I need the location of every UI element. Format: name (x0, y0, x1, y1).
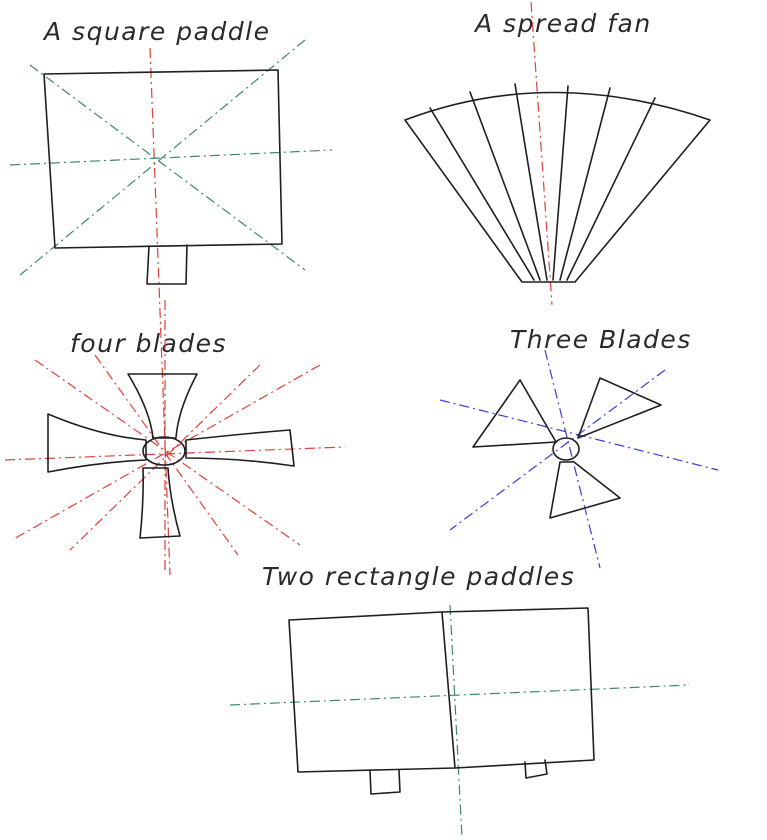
three-blades-label: Three Blades (510, 325, 692, 354)
spread-fan-vertical-axis (531, 2, 552, 305)
square-paddle-handle (147, 245, 187, 284)
spread-fan-label: A spread fan (473, 9, 652, 38)
square-paddle-diagonal-axis-1 (30, 65, 305, 270)
three-blades-drawing: Three Blades (440, 325, 718, 568)
square-paddle-vertical-axis (150, 48, 170, 575)
three-blades-hub (553, 438, 579, 460)
two-paddles-horizontal-axis (230, 685, 690, 705)
four-blades-drawing: four blades (5, 300, 345, 572)
four-blades-axis-diag-2 (12, 365, 320, 540)
spread-fan-rib-5 (560, 88, 610, 280)
four-blades-hub (143, 437, 185, 465)
spread-fan-rib-3 (515, 84, 547, 280)
three-blades-left-blade (473, 380, 556, 447)
spread-fan-drawing: A spread fan (405, 2, 710, 305)
four-blades-axis-diag-3 (95, 355, 238, 555)
four-blades-right-blade (186, 430, 294, 466)
square-paddle-diagonal-axis-2 (20, 40, 305, 275)
four-blades-axis-horizontal (5, 447, 345, 460)
square-paddle-horizontal-axis (10, 150, 332, 165)
square-paddle-label: A square paddle (42, 17, 270, 46)
four-blades-bottom-blade (140, 468, 180, 538)
four-blades-label: four blades (70, 329, 227, 358)
two-paddles-left-handle (370, 770, 400, 794)
two-paddles-right-paddle (442, 608, 594, 768)
four-blades-left-blade (48, 414, 146, 472)
square-paddle-body (44, 70, 282, 248)
spread-fan-rib-6 (567, 98, 655, 280)
two-rectangle-paddles-drawing: Two rectangle paddles (230, 562, 690, 838)
three-blades-axis-2 (450, 370, 665, 530)
spread-fan-rib-1 (430, 108, 534, 280)
two-rectangle-paddles-label: Two rectangle paddles (262, 562, 575, 591)
spread-fan-outline (405, 93, 710, 283)
three-blades-right-blade (578, 378, 661, 438)
spread-fan-rib-4 (553, 86, 568, 280)
spread-fan-rib-2 (470, 92, 540, 280)
two-paddles-left-paddle (289, 612, 455, 772)
